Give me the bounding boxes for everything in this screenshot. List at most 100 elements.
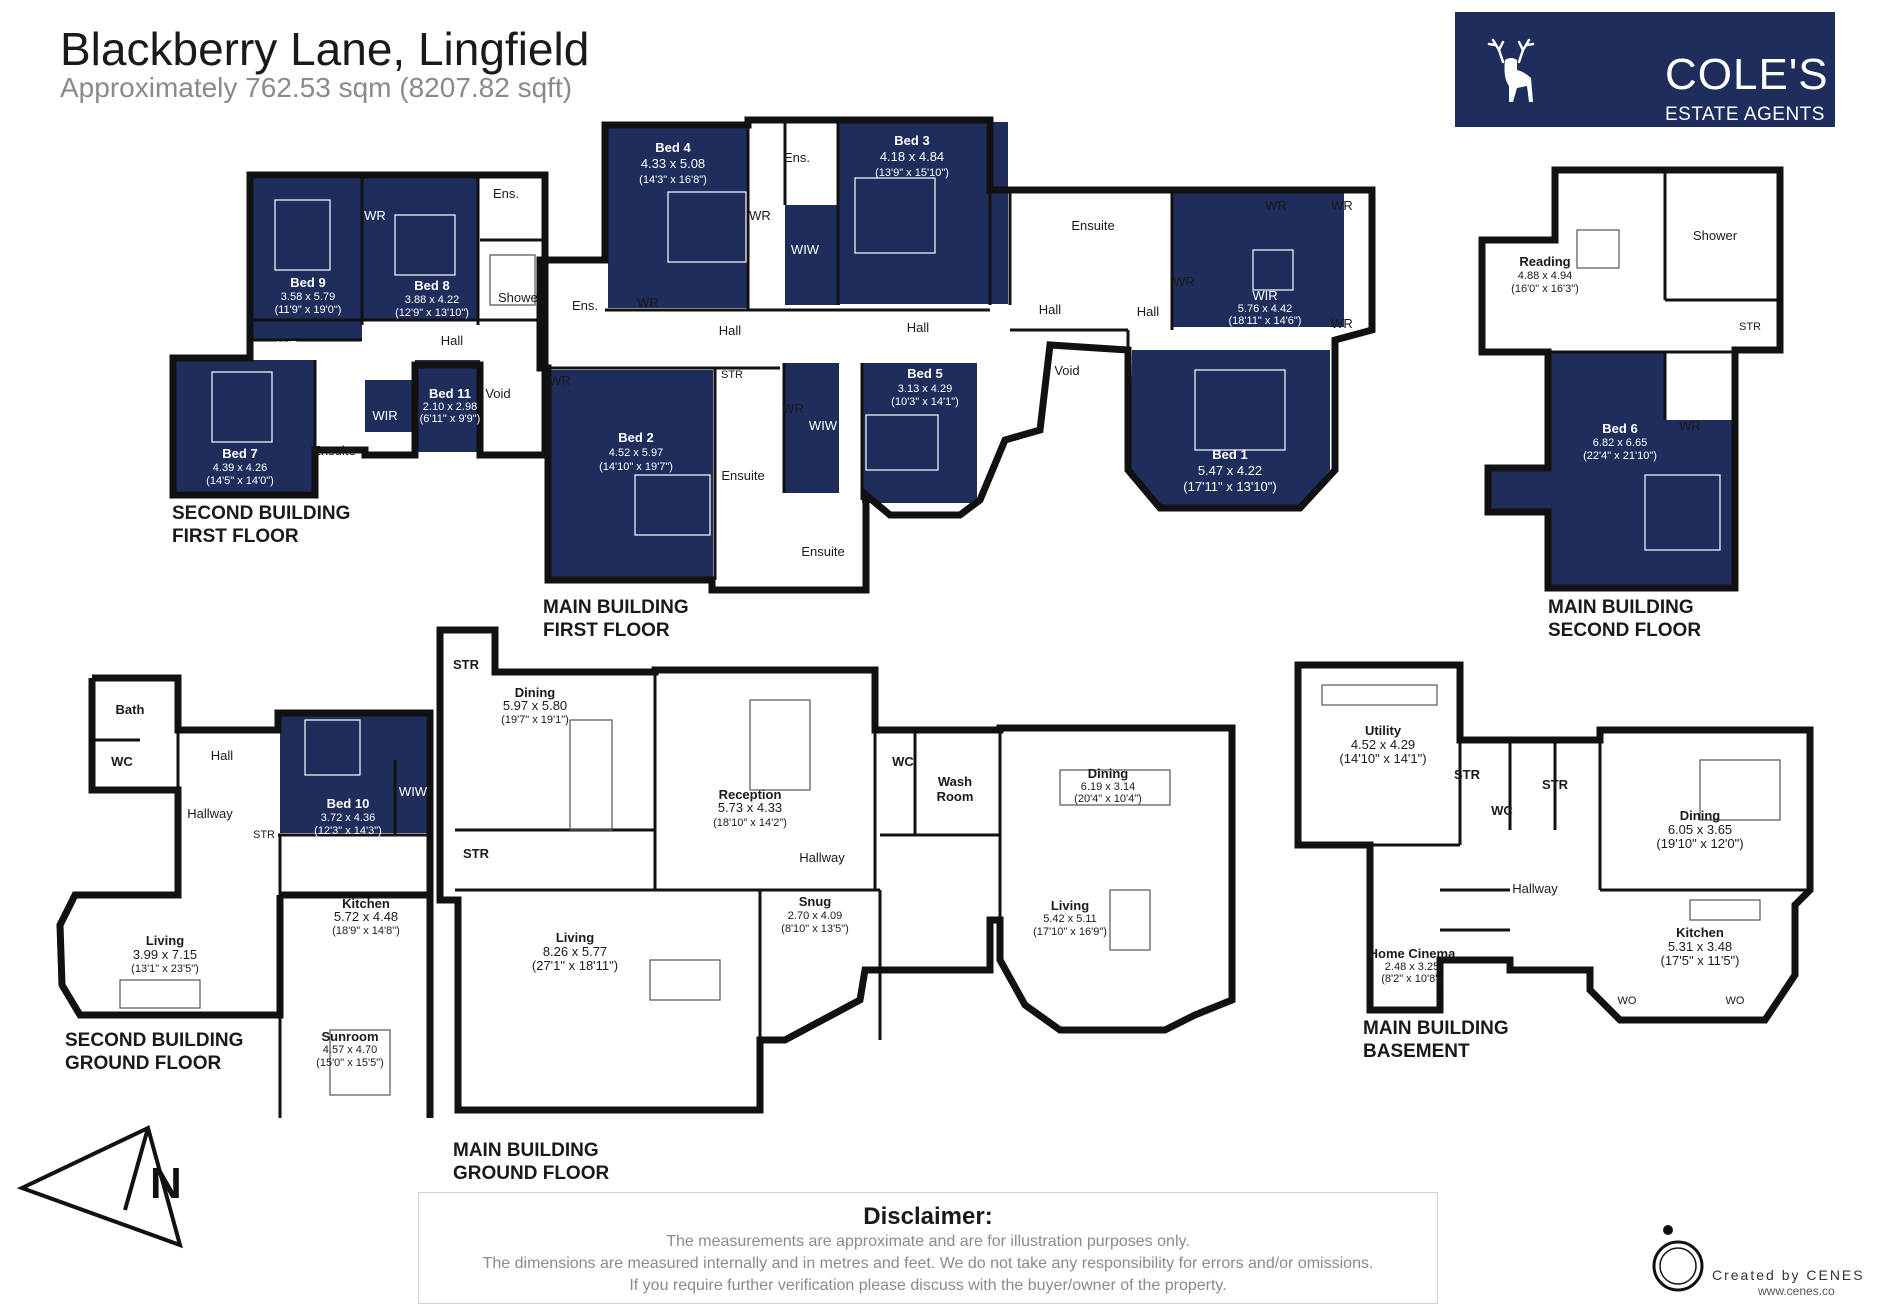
bed-1-imperial: (17'11" x 13'10")	[1183, 479, 1276, 494]
floor-label-mbff-2: FIRST FLOOR	[543, 620, 670, 641]
kitchen-b-dims: 5.31 x 3.48	[1668, 939, 1732, 954]
floor-label-sbgf-2: GROUND FLOOR	[65, 1053, 221, 1074]
floor-label-mbb-1: MAIN BUILDING	[1363, 1018, 1509, 1039]
bed-5-imperial: (10'3" x 14'1")	[891, 396, 959, 408]
ensuite-label-4: Ensuite	[801, 544, 844, 559]
wc-label-1: WC	[111, 754, 133, 769]
cinema-imperial: (8'2" x 10'8")	[1381, 973, 1443, 985]
utility-imperial: (14'10" x 14'1")	[1339, 751, 1426, 766]
bed-6-name: Bed 6	[1602, 421, 1637, 436]
wo-label-2: WO	[1726, 995, 1745, 1007]
bed-1-dims: 5.47 x 4.22	[1198, 463, 1262, 478]
bed-2-imperial: (14'10" x 19'7")	[599, 461, 673, 473]
hall-label-4: Hall	[907, 320, 930, 335]
void-label-2: Void	[1054, 363, 1079, 378]
wc-label-2: WC	[892, 754, 914, 769]
floor-label-mbsf-1: MAIN BUILDING	[1548, 597, 1694, 618]
wc-label-3: WC	[1491, 803, 1513, 818]
reception-name: Reception	[719, 787, 782, 802]
dining-2-name: Dining	[1088, 766, 1128, 781]
disclaimer-box: Disclaimer: The measurements are approxi…	[418, 1192, 1438, 1304]
stag-icon	[1487, 38, 1535, 102]
wir-main-dims: 5.76 x 4.42	[1238, 303, 1292, 315]
wr-label-10: WR	[782, 401, 804, 416]
cenes-credit[interactable]: Created by CENES www.cenes.co	[1640, 1222, 1880, 1302]
reading-imperial: (16'0" x 16'3")	[1511, 283, 1579, 295]
bed-11-dims: 2.10 x 2.98	[423, 401, 477, 413]
kitchen-2-imperial: (18'9" x 14'8")	[332, 925, 400, 937]
wir-main-name: WIR	[1252, 288, 1277, 303]
ens-label-3: Ens.	[572, 298, 598, 313]
living-2-dims: 3.99 x 7.15	[133, 947, 197, 962]
hallway-label-1: Hallway	[187, 806, 233, 821]
reception-imperial: (18'10" x 14'2")	[713, 817, 787, 829]
wiw-label-1: WIW	[791, 242, 820, 257]
bed-1-room	[1130, 350, 1330, 505]
utility-dims: 4.52 x 4.29	[1351, 737, 1415, 752]
page-title: Blackberry Lane, Lingfield	[60, 23, 590, 75]
hallway-label-2: Hallway	[799, 850, 845, 865]
ensuite-label-2: Ensuite	[1071, 218, 1114, 233]
bed-2-name: Bed 2	[618, 430, 653, 445]
bed-6-dims: 6.82 x 6.65	[1593, 437, 1647, 449]
bed-8-room	[362, 177, 478, 320]
brand-tagline: ESTATE AGENTS	[1665, 104, 1825, 125]
wir-second-room	[365, 380, 413, 432]
wr-label-4: WR	[1265, 198, 1287, 213]
bed-9-dims: 3.58 x 5.79	[281, 291, 335, 303]
brand-name: COLE'S	[1665, 50, 1829, 99]
wr-label-9: WR	[637, 295, 659, 310]
wash-room-label-1: Wash	[938, 774, 972, 789]
bed-5-room	[862, 363, 977, 503]
wr-label-1: WR	[277, 338, 299, 353]
page-subtitle: Approximately 762.53 sqm (8207.82 sqft)	[60, 72, 573, 103]
bed-9-room	[252, 177, 362, 340]
living-2-imperial: (13'1" x 23'5")	[131, 963, 199, 975]
kitchen-b-name: Kitchen	[1676, 925, 1724, 940]
living-1-imperial: (27'1" x 18'11")	[532, 958, 618, 973]
bed-3-imperial: (13'9" x 15'10")	[875, 167, 949, 179]
second-building-first-floor: Bed 9 3.58 x 5.79 (11'9" x 19'0") Bed 8 …	[169, 171, 549, 547]
bed-8-dims: 3.88 x 4.22	[405, 294, 459, 306]
str-label-3: STR	[253, 829, 275, 841]
wr-label-7: WR	[549, 373, 571, 388]
floor-label-sbff-1: SECOND BUILDING	[172, 503, 350, 524]
kitchen-2-name: Kitchen	[342, 896, 390, 911]
brand-logo[interactable]: COLE'S ESTATE AGENTS	[1455, 12, 1835, 127]
ens-label-2: Ens.	[784, 150, 810, 165]
bed-4-dims: 4.33 x 5.08	[641, 156, 705, 171]
wiw-room-1	[785, 205, 840, 305]
bed-10-imperial: (12'3" x 14'3")	[314, 825, 382, 837]
wo-label-1: WO	[1618, 995, 1637, 1007]
floor-label-mbb-2: BASEMENT	[1363, 1041, 1470, 1062]
bed-9-imperial: (11'9" x 19'0")	[275, 304, 342, 316]
hallway-label-3: Hallway	[1512, 881, 1558, 896]
dining-1-dims: 5.97 x 5.80	[503, 698, 567, 713]
wiw-label-2: WIW	[809, 418, 838, 433]
main-building-second-floor: Reading 4.88 x 4.94 (16'0" x 16'3") Show…	[1478, 166, 1784, 641]
bed-5-dims: 3.13 x 4.29	[898, 383, 952, 395]
dining-2-dims: 6.19 x 3.14	[1081, 781, 1135, 793]
dining-b-dims: 6.05 x 3.65	[1668, 822, 1732, 837]
str-label-1: STR	[721, 369, 743, 381]
wr-label-6: WR	[1331, 316, 1353, 331]
reading-name: Reading	[1519, 254, 1570, 269]
wiw-label-3: WIW	[399, 784, 428, 799]
hall-label-2: Hall	[337, 373, 360, 388]
cenes-logo-icon	[1652, 1225, 1704, 1292]
reception-dims: 5.73 x 4.33	[718, 800, 782, 815]
hall-label-7: Hall	[211, 748, 234, 763]
floor-label-mbff-1: MAIN BUILDING	[543, 597, 689, 618]
hall-label-6: Hall	[1137, 304, 1160, 319]
snug-name: Snug	[799, 894, 832, 909]
wr-label-3: WR	[1173, 274, 1195, 289]
living-3-imperial: (17'10" x 16'9")	[1033, 926, 1107, 938]
shower-label-1: Shower	[498, 290, 543, 305]
disclaimer-title: Disclaimer:	[863, 1203, 993, 1230]
utility-name: Utility	[1365, 723, 1402, 738]
living-3-name: Living	[1051, 898, 1089, 913]
dining-1-name: Dining	[515, 685, 555, 700]
hall-label-5: Hall	[1039, 302, 1062, 317]
bed-3-room	[838, 122, 1008, 304]
